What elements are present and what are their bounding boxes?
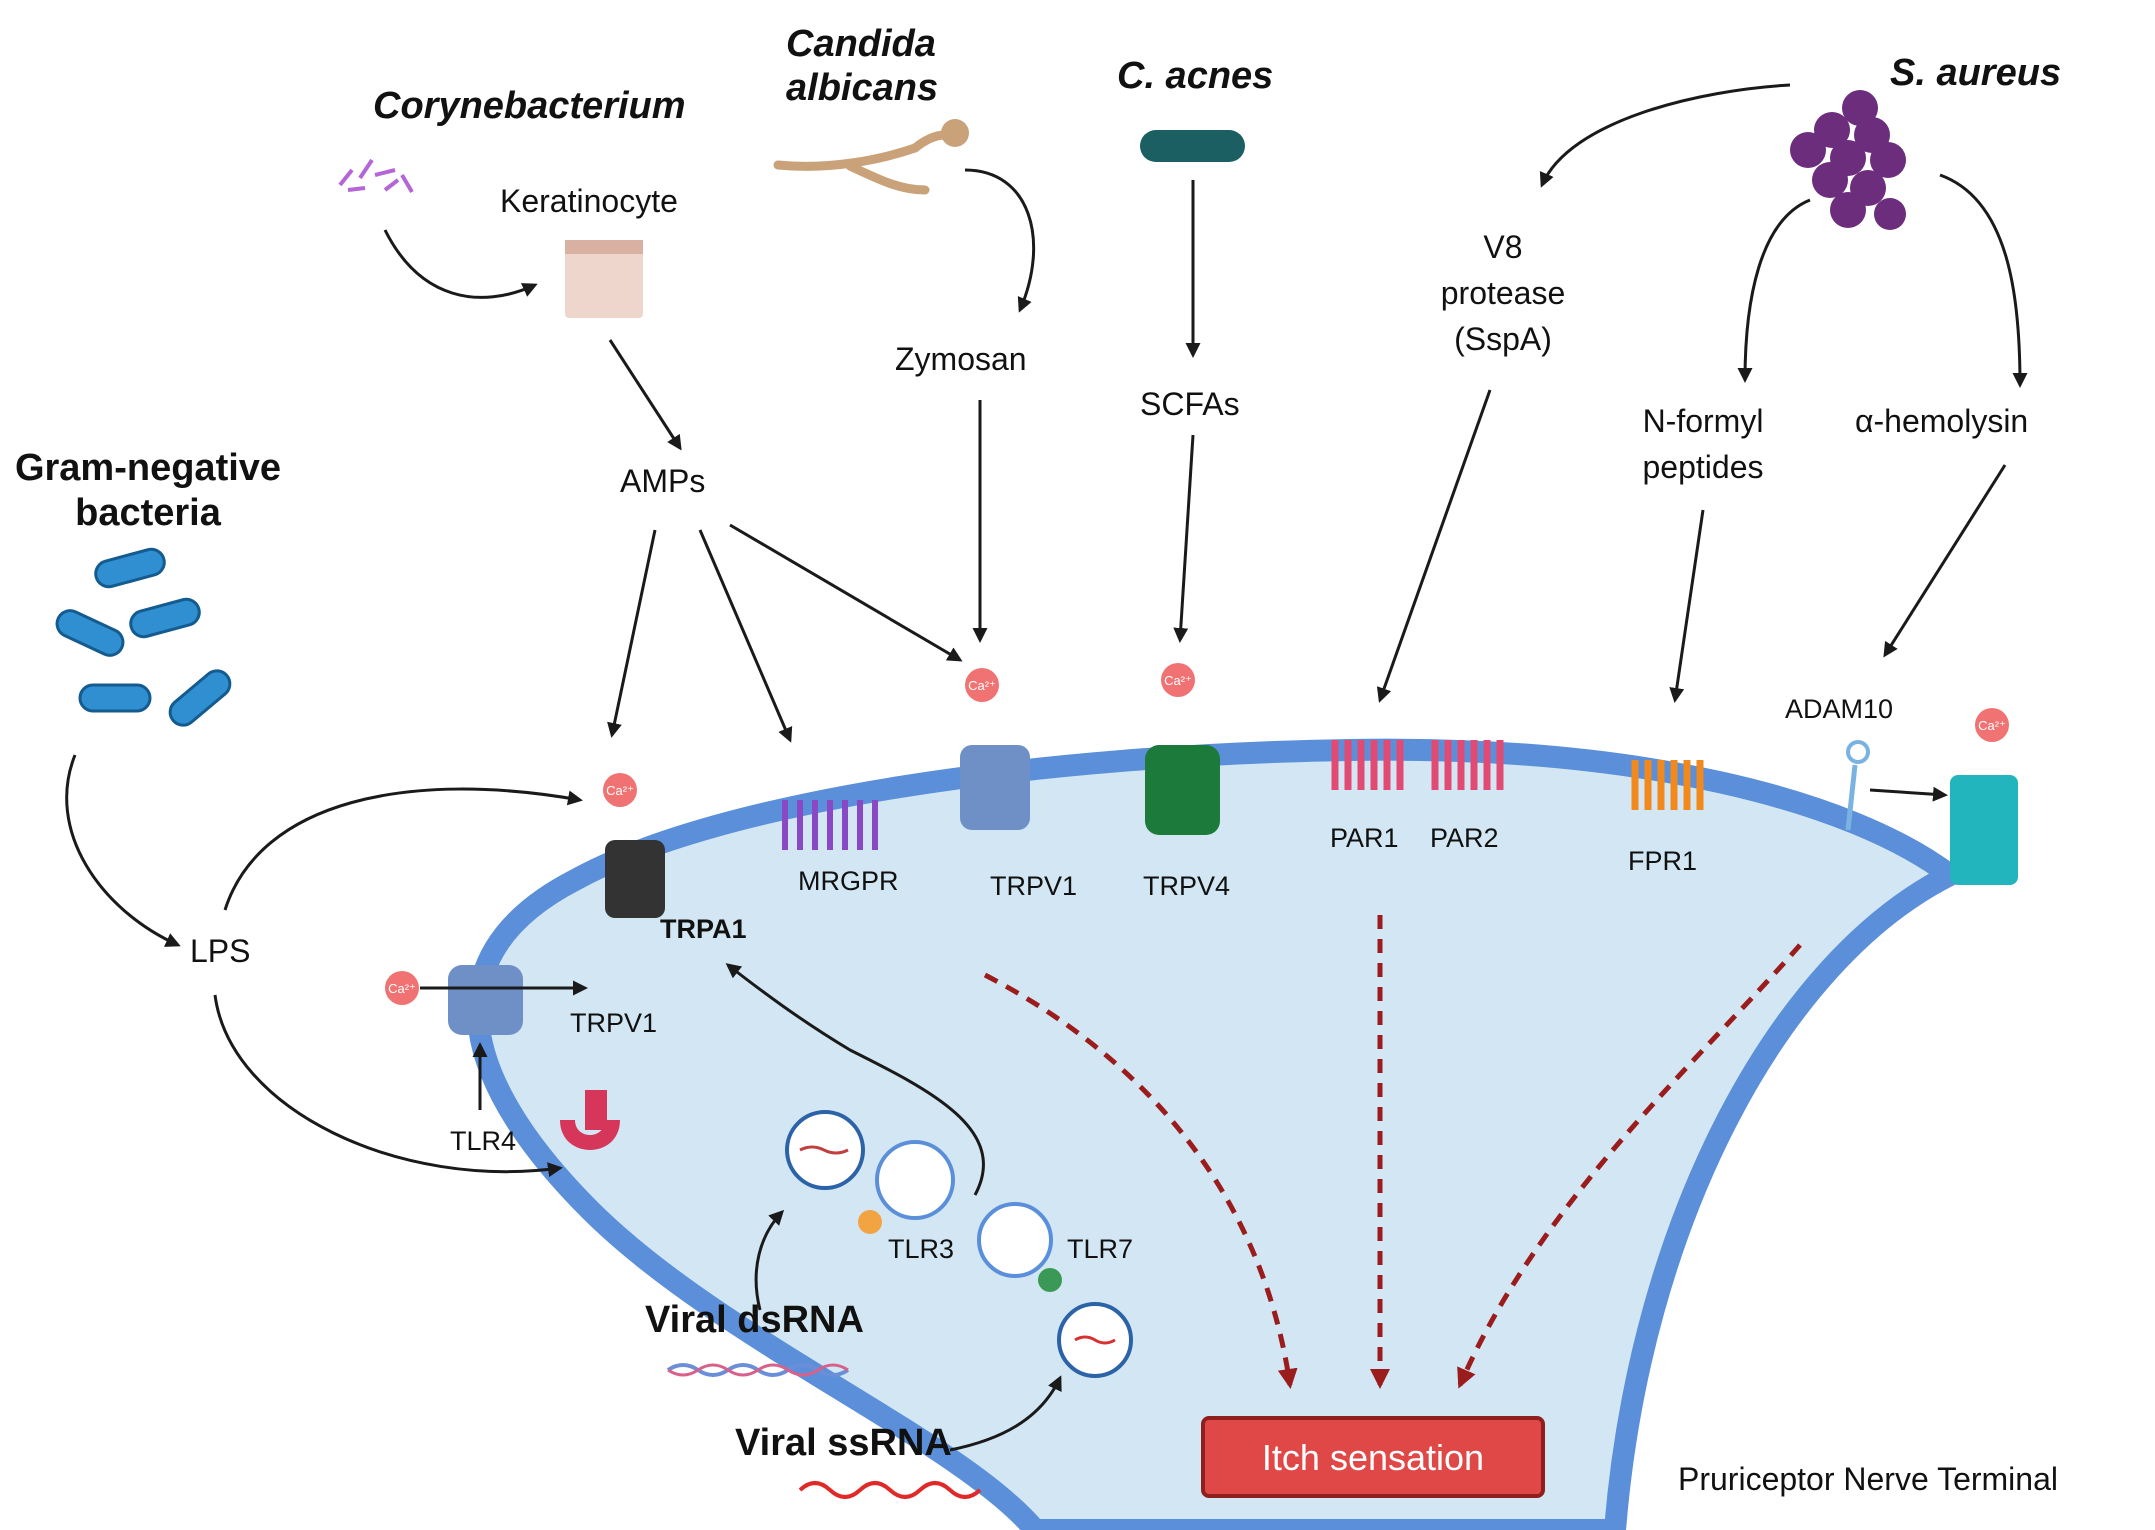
cacnes-rod-icon [1140, 130, 1245, 162]
lps-label: LPS [190, 933, 250, 969]
trpv1-top-receptor: TRPV1 Ca²⁺ [960, 668, 1077, 901]
zymosan-label: Zymosan [895, 341, 1027, 377]
tlr3-label: TLR3 [888, 1234, 954, 1264]
trpv1-left-label: TRPV1 [570, 1008, 657, 1038]
svg-text:peptides: peptides [1643, 449, 1764, 485]
v8-protease-label: V8 protease (SspA) [1441, 229, 1566, 357]
tlr7-receptor: TLR7 [977, 1202, 1133, 1292]
gram-negative-organism: Gram-negative bacteria [15, 447, 281, 727]
calcium-ion-label: Ca²⁺ [606, 783, 634, 798]
saureus-label: S. aureus [1890, 52, 2061, 94]
calcium-ion-label: Ca²⁺ [388, 981, 416, 996]
itch-sensation-label: Itch sensation [1262, 1437, 1484, 1478]
saureus-cluster-icon [1790, 90, 1906, 230]
mrgpr-receptor: MRGPR [782, 800, 899, 896]
svg-text:(SspA): (SspA) [1454, 321, 1552, 357]
candida-organism: Candida albicans [773, 23, 969, 195]
tlr3-receptor: TLR3 [858, 1140, 955, 1264]
svg-text:V8: V8 [1483, 229, 1522, 265]
gram-negative-bacteria-icon [55, 547, 232, 727]
trpa1-receptor: TRPA1 Ca²⁺ [603, 773, 747, 944]
fpr1-receptor: FPR1 [1628, 760, 1704, 876]
par2-label: PAR2 [1430, 823, 1499, 853]
svg-text:protease: protease [1441, 275, 1566, 311]
amps-label: AMPs [620, 463, 705, 499]
corynebacterium-organism: Corynebacterium [338, 85, 686, 194]
adam10: ADAM10 [1785, 694, 1893, 831]
viral-dsrna: Viral dsRNA [645, 1299, 864, 1377]
itch-sensation-box: Itch sensation [1201, 1416, 1545, 1498]
keratinocyte-icon [565, 240, 643, 318]
hemolysin-pore: Ca²⁺ [1950, 708, 2018, 885]
keratinocyte-label: Keratinocyte [500, 183, 678, 219]
calcium-ion-label: Ca²⁺ [1164, 673, 1192, 688]
saureus-organism: S. aureus [1790, 52, 2061, 230]
trpv4-receptor: TRPV4 Ca²⁺ [1143, 663, 1230, 901]
par2-receptor: PAR2 [1430, 740, 1504, 853]
hemolysin-label: α-hemolysin [1855, 403, 2028, 439]
nerve-terminal [467, 738, 1971, 1530]
tlr4-label: TLR4 [450, 1126, 516, 1156]
keratinocyte: Keratinocyte [500, 183, 678, 318]
trpa1-label: TRPA1 [660, 914, 747, 944]
candida-label-1: Candida [786, 23, 936, 65]
mrgpr-label: MRGPR [798, 866, 899, 896]
par1-label: PAR1 [1330, 823, 1399, 853]
solid-arrows [65, 83, 2028, 1452]
membrane [467, 738, 1971, 1530]
adam10-label: ADAM10 [1785, 694, 1893, 724]
cacnes-organism: C. acnes [1117, 55, 1273, 162]
trpv1-top-label: TRPV1 [990, 871, 1077, 901]
viral-dsrna-label: Viral dsRNA [645, 1299, 864, 1341]
tlr4-receptor: TLR4 [450, 1090, 620, 1156]
calcium-ion-label: Ca²⁺ [968, 678, 996, 693]
trpv4-label: TRPV4 [1143, 871, 1230, 901]
nformyl-peptides-label: N-formyl peptides [1643, 403, 1764, 485]
candida-label-2: albicans [786, 67, 938, 109]
tlr7-label: TLR7 [1067, 1234, 1133, 1264]
gram-negative-label-2: bacteria [75, 492, 222, 534]
viral-ssrna-label: Viral ssRNA [735, 1422, 952, 1464]
scfas-label: SCFAs [1140, 386, 1240, 422]
gram-negative-label-1: Gram-negative [15, 447, 281, 489]
endosome-ssrna [1057, 1302, 1133, 1378]
viral-ssrna: Viral ssRNA [735, 1422, 982, 1499]
corynebacterium-label: Corynebacterium [373, 85, 686, 127]
corynebacterium-icon [338, 158, 414, 194]
endosome-dsrna [785, 1110, 865, 1190]
calcium-ion-label: Ca²⁺ [1978, 718, 2006, 733]
par1-receptor: PAR1 [1330, 740, 1404, 853]
pruriceptor-label: Pruriceptor Nerve Terminal [1678, 1461, 2058, 1497]
trpv1-left-receptor: TRPV1 Ca²⁺ [385, 965, 657, 1038]
dashed-arrows [983, 915, 1802, 1389]
fpr1-label: FPR1 [1628, 846, 1697, 876]
svg-text:N-formyl: N-formyl [1643, 403, 1764, 439]
candida-hyphae-icon [773, 130, 950, 195]
cacnes-label: C. acnes [1117, 55, 1273, 97]
